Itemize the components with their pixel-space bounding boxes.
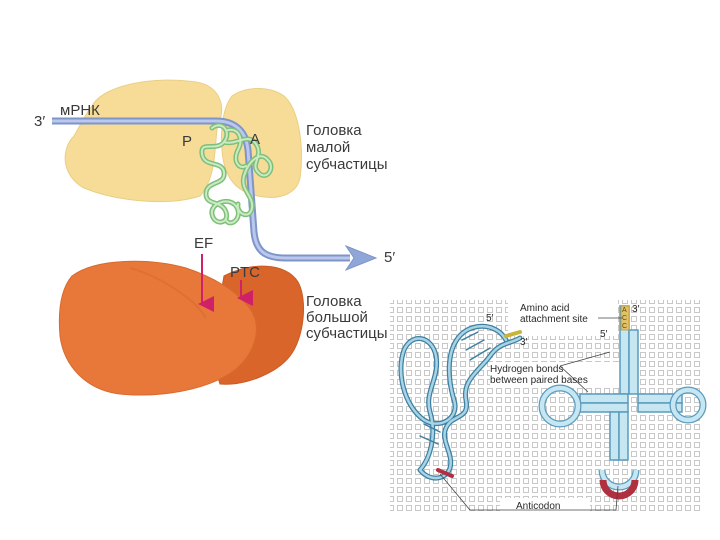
site-p-label: P [182, 133, 193, 150]
ef-label: EF [194, 235, 214, 252]
small-subunit-label-line: субчастицы [306, 156, 388, 173]
hydrogen-bonds-label: Hydrogen bonds between paired bases [490, 364, 588, 386]
acceptor-base: C [622, 315, 628, 322]
trna-squiggle [199, 122, 274, 226]
acceptor-base: C [622, 323, 628, 330]
anticodon-bases [599, 479, 639, 500]
hydrogen-bonds-label-line: Hydrogen bonds [490, 364, 564, 375]
ptc-label: PTC [230, 264, 260, 281]
amino-acid-site-label: Amino acid attachment site [520, 303, 588, 325]
mrna-strand [52, 117, 378, 272]
large-subunit-label: Головка большой субчастицы [306, 294, 388, 342]
small-subunit-label-line: малой [306, 139, 351, 156]
small-subunit-label: Головка малой субчастицы [306, 122, 388, 173]
mrna-arrowhead [344, 244, 378, 272]
trna-3d-five-prime: 5′ [486, 313, 494, 324]
mrna-label: мРНК [60, 102, 100, 119]
trna-3d-model [398, 323, 523, 481]
trna-cloverleaf [538, 305, 707, 500]
large-subunit [58, 260, 305, 396]
mrna-five-prime-label: 5′ [384, 249, 396, 266]
amino-acid-site-label-line: attachment site [520, 314, 588, 325]
small-subunit [64, 79, 302, 203]
large-subunit-label-line: большой [306, 309, 368, 326]
site-a-label: A [250, 131, 261, 148]
trna-3d-three-prime: 3′ [520, 337, 528, 348]
mrna-three-prime-label: 3′ [34, 113, 46, 130]
large-subunit-label-line: субчастицы [306, 325, 388, 342]
acceptor-sequence: A C C [622, 307, 627, 331]
hydrogen-bonds-label-line: between paired bases [490, 375, 588, 386]
trna-cloverleaf-five-prime: 5′ [600, 329, 608, 340]
anticodon-label: Anticodon [516, 501, 561, 512]
small-subunit-label-line: Головка [306, 122, 362, 139]
leader-lines [439, 317, 622, 511]
amino-acid-site-label-line: Amino acid [520, 303, 570, 314]
acceptor-base: A [622, 307, 627, 314]
trna-cloverleaf-three-prime: 3′ [632, 304, 640, 315]
large-subunit-label-line: Головка [306, 293, 362, 310]
